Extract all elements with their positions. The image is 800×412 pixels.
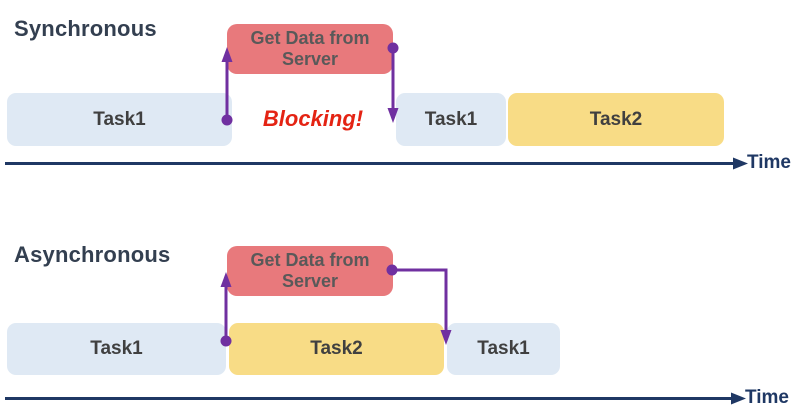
async-bar-task1-after: Task1 — [447, 323, 560, 375]
async-server-box: Get Data from Server — [227, 246, 393, 296]
sync-bar-task1-after-label: Task1 — [424, 108, 478, 130]
sync-bar-task1-after: Task1 — [396, 93, 506, 146]
blocking-label: Blocking! — [262, 106, 364, 131]
sync-bar-task1-before: Task1 — [7, 93, 232, 146]
async-bar-task1-before-label: Task1 — [90, 338, 143, 359]
async-bar-task1-after-label: Task1 — [477, 338, 530, 359]
async-timeline-axis — [5, 392, 746, 405]
sync-time-label: Time — [747, 152, 792, 173]
sync-timeline-axis — [5, 157, 748, 170]
async-time-label: Time — [745, 387, 790, 408]
sync-server-box-label: Get Data from Server — [250, 27, 370, 69]
async-bar-task2: Task2 — [229, 323, 444, 375]
async-section-title: Asynchronous — [14, 242, 171, 267]
sync-section-title: Synchronous — [14, 16, 157, 41]
async-bar-task1-before: Task1 — [7, 323, 226, 375]
async-server-box-label: Get Data from Server — [250, 249, 370, 291]
async-bar-task2-label: Task2 — [310, 338, 363, 359]
sync-bar-task2-label: Task2 — [589, 108, 643, 130]
sync-bar-task2: Task2 — [508, 93, 724, 146]
sync-bar-task1-before-label: Task1 — [93, 108, 146, 130]
sync-server-box: Get Data from Server — [227, 24, 393, 74]
